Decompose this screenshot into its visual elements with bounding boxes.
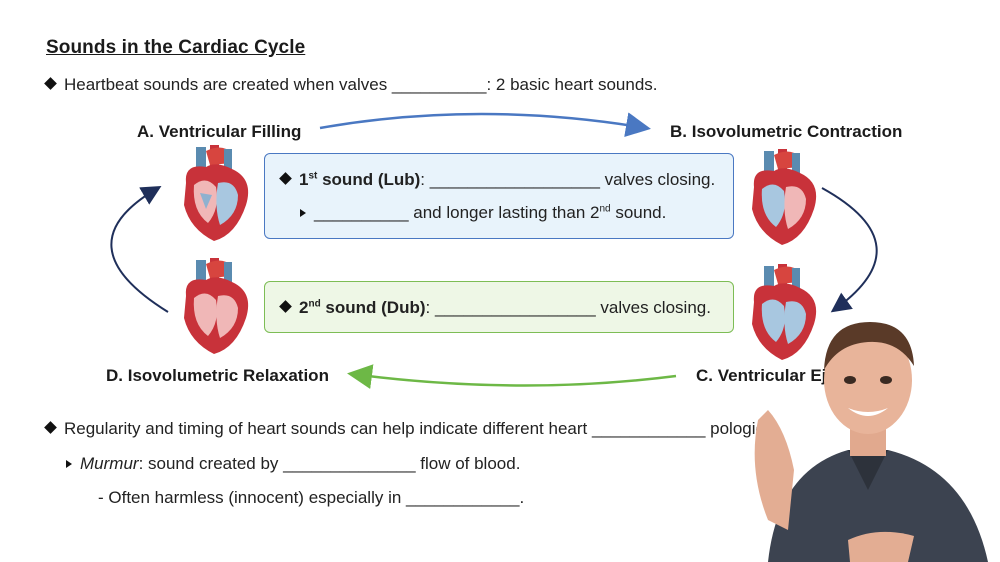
murmur-term: Murmur <box>80 454 139 473</box>
arrow-c-to-d <box>347 364 677 389</box>
stage-a-label: A. Ventricular Filling <box>137 122 302 141</box>
first-sound-box <box>264 153 734 239</box>
first-sound-label: sound (Lub) <box>317 170 421 189</box>
regularity-text: Regularity and timing of heart sounds ca… <box>64 419 720 438</box>
first-sound-sub-mid: and longer lasting than 2 <box>408 203 600 222</box>
arrow-d-to-a <box>110 185 169 313</box>
heart-icon <box>752 149 817 245</box>
regularity-bullet: Regularity and timing of heart sounds ca… <box>44 419 778 439</box>
heart-icon <box>184 145 249 241</box>
first-sound-suffix: st <box>308 170 318 182</box>
harmless-line: - Often harmless (innocent) especially i… <box>98 488 525 507</box>
first-sound-subline: __________ and longer lasting than 2nd s… <box>300 203 666 223</box>
second-sound-rest: : _________________ valves closing. <box>425 298 711 317</box>
second-sound-number: 2 <box>299 298 309 317</box>
page-title: Sounds in the Cardiac Cycle <box>46 37 306 58</box>
arrow-b-to-c <box>821 187 878 313</box>
heart-icon <box>184 258 249 354</box>
diamond-bullet-icon <box>279 300 292 313</box>
diamond-bullet-icon <box>279 172 292 185</box>
triangle-bullet-icon <box>66 460 72 468</box>
stage-c-label: C. Ventricular Ejec <box>696 366 846 385</box>
heart-icon <box>752 264 817 360</box>
second-sound-suffix: nd <box>308 298 321 310</box>
stage-b-label: B. Isovolumetric Contraction <box>670 122 903 141</box>
diamond-bullet-icon <box>44 421 57 434</box>
murmur-text: : sound created by ______________ flow o… <box>138 454 521 473</box>
first-sound-line: 1st sound (Lub): __________________ valv… <box>279 170 716 190</box>
intro-text: Heartbeat sounds are created when valves… <box>64 75 658 94</box>
second-sound-line: 2nd sound (Dub): _________________ valve… <box>279 298 711 318</box>
intro-bullet: Heartbeat sounds are created when valves… <box>44 75 658 95</box>
first-sound-number: 1 <box>299 170 309 189</box>
arrow-a-to-b <box>319 112 651 138</box>
first-sound-sub-suffix: nd <box>599 203 611 215</box>
stage-d-label: D. Isovolumetric Relaxation <box>106 366 329 385</box>
first-sound-sub-end: sound. <box>610 203 667 222</box>
triangle-bullet-icon <box>300 209 306 217</box>
first-sound-sub-blank: __________ <box>314 203 409 222</box>
presenter-video <box>754 322 988 562</box>
second-sound-box <box>264 281 734 333</box>
first-sound-rest: : __________________ valves closing. <box>420 170 716 189</box>
second-sound-label: sound (Dub) <box>320 298 426 317</box>
murmur-bullet: Murmur: sound created by ______________ … <box>66 454 520 474</box>
